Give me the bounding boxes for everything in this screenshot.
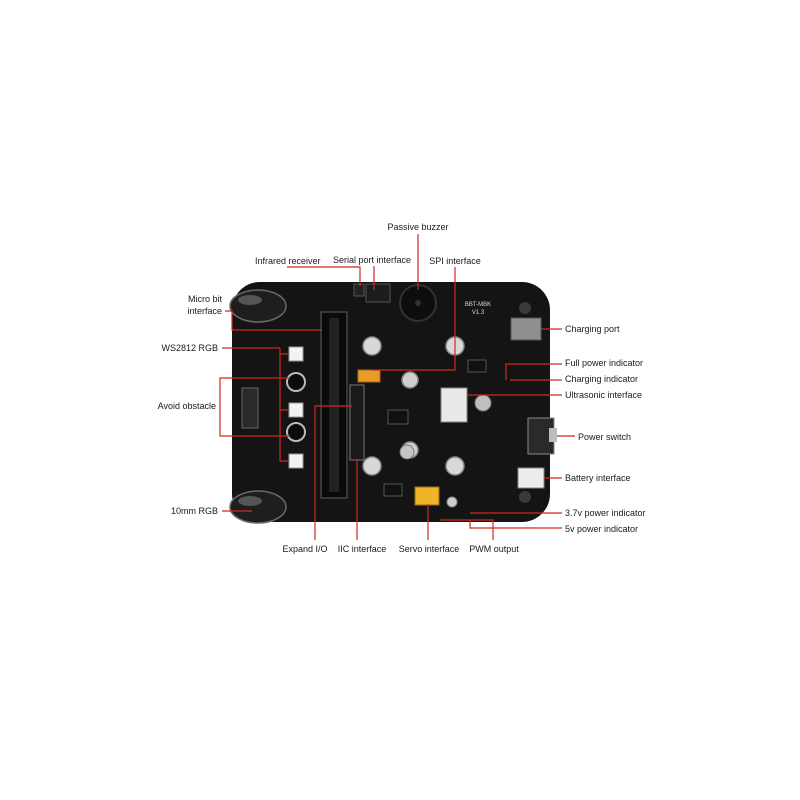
label-serial-port-interface: Serial port interface: [332, 255, 412, 265]
obstacle-sensor-1: [286, 372, 306, 392]
capacitor-2: [399, 444, 415, 460]
label-5v-power-indicator: 5v power indicator: [565, 524, 639, 534]
ws2812-led-2: [288, 402, 304, 418]
mount-hole-top-right: [519, 302, 531, 314]
board-silkscreen-line1: BBT-MBK: [465, 302, 491, 308]
label-iic-interface: IIC interface: [337, 544, 387, 554]
standoff-5: [401, 371, 419, 389]
obstacle-pot: [241, 387, 259, 429]
standoff-4: [445, 456, 465, 476]
label-full-power-indicator: Full power indicator: [565, 358, 644, 368]
label-10mm-rgb: 10mm RGB: [170, 506, 218, 516]
ic-chip-2: [467, 359, 487, 373]
led-dome-top-shine: [238, 295, 262, 305]
pcb-board: [232, 282, 550, 522]
ic-chip-1: [387, 409, 409, 425]
led-dome-top: [229, 289, 287, 323]
led-dome-bottom-shine: [238, 496, 262, 506]
label-3v7-power-indicator: 3.7v power indicator: [565, 508, 646, 518]
capacitor-1: [474, 394, 492, 412]
leader-ws2812-b: [279, 348, 289, 462]
label-passive-buzzer: Passive buzzer: [387, 222, 449, 232]
microbit-slot-inner: [329, 318, 339, 492]
board-silkscreen-line2: V1.3: [472, 310, 485, 316]
orange-connector: [357, 369, 381, 383]
battery-connector: [517, 467, 545, 489]
serial-port-header: [365, 283, 391, 303]
leader-microbit: [225, 310, 322, 331]
ultrasonic-connector: [440, 387, 468, 423]
leader-avoid-obstacle-b: [219, 406, 290, 437]
ic-chip-3: [383, 483, 403, 497]
standoff-1: [362, 336, 382, 356]
power-switch-knob: [549, 428, 557, 442]
servo-header: [414, 486, 440, 506]
leader-lines: [219, 234, 575, 540]
expand-io-header: [349, 384, 365, 461]
label-infrared-receiver: Infrared receiver: [255, 256, 321, 266]
ws2812-led-1: [288, 346, 304, 362]
label-spi-interface: SPI interface: [429, 256, 481, 266]
led-dome-bottom: [229, 490, 287, 524]
ws2812-led-3: [288, 453, 304, 469]
leader-5v: [469, 520, 562, 529]
obstacle-sensor-2: [286, 422, 306, 442]
label-charging-port: Charging port: [565, 324, 620, 334]
leader-spi-interface: [372, 267, 456, 371]
label-charging-indicator: Charging indicator: [565, 374, 639, 384]
mount-hole-bottom-right: [519, 491, 531, 503]
label-pwm-output: PWM output: [469, 544, 519, 554]
label-ws2812-rgb: WS2812 RGB: [161, 343, 218, 353]
leader-avoid-obstacle: [219, 377, 290, 406]
label-microbit-interface-line1: Micro bit: [187, 294, 222, 304]
standoff-7: [446, 496, 458, 508]
leader-pwm: [440, 519, 494, 540]
leader-infrared-receiver: [287, 266, 361, 286]
buzzer-hole: [415, 300, 421, 306]
label-expand-io: Expand I/O: [282, 544, 328, 554]
label-avoid-obstacle: Avoid obstacle: [157, 401, 216, 411]
label-battery-interface: Battery interface: [565, 473, 631, 483]
standoff-3: [362, 456, 382, 476]
label-microbit-interface-line2: interface: [187, 306, 222, 316]
ir-receiver: [353, 283, 365, 297]
label-ultrasonic-interface: Ultrasonic interface: [565, 390, 643, 400]
label-power-switch: Power switch: [578, 432, 632, 442]
leader-expand-io: [314, 405, 352, 540]
leader-full-power: [505, 363, 562, 380]
charging-port-jack: [510, 317, 542, 341]
label-servo-interface: Servo interface: [398, 544, 460, 554]
